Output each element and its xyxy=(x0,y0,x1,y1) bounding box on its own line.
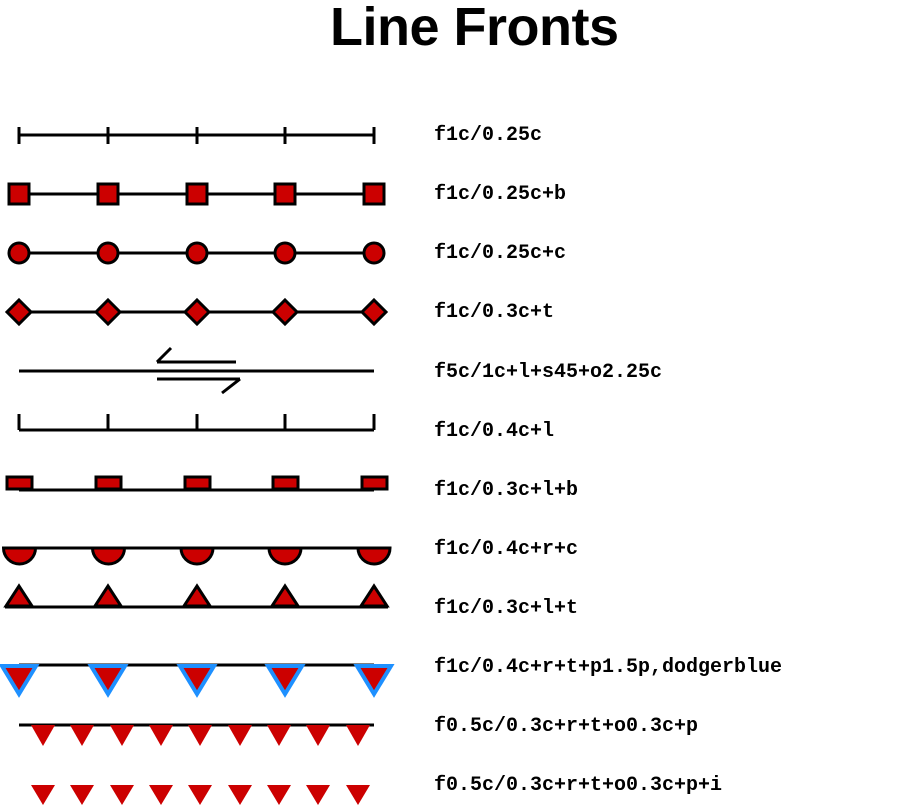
front-triangles-left xyxy=(3,583,390,609)
front-label-boxes-left: f1c/0.3c+l+b xyxy=(434,479,579,502)
front-ticks-left xyxy=(17,414,376,432)
front-label-strike-slip: f5c/1c+l+s45+o2.25c xyxy=(434,361,663,384)
front-label-ticks: f1c/0.25c xyxy=(434,124,543,147)
front-label-boxes: f1c/0.25c+b xyxy=(434,183,567,206)
front-label-triangles-left: f1c/0.3c+l+t xyxy=(434,597,579,620)
front-small-triangles-invisible-line xyxy=(31,785,370,805)
front-strike-slip xyxy=(19,346,374,395)
figure-title: Line Fronts xyxy=(330,0,619,57)
front-triangles-right-dodgerblue xyxy=(0,663,395,698)
figure-title-container: Line Fronts xyxy=(330,0,660,56)
front-diamonds xyxy=(4,297,389,327)
front-ticks xyxy=(17,127,376,144)
front-semicircles-right xyxy=(1,546,392,566)
front-label-triangles-right-blue: f1c/0.4c+r+t+p1.5p,dodgerblue xyxy=(434,656,783,679)
front-label-ticks-left: f1c/0.4c+l xyxy=(434,420,555,443)
front-boxes xyxy=(7,182,386,206)
front-label-circles: f1c/0.25c+c xyxy=(434,242,567,265)
front-label-triangles-invisible-line: f0.5c/0.3c+r+t+o0.3c+p+i xyxy=(434,774,723,797)
front-circles xyxy=(7,241,386,265)
front-label-circles-right: f1c/0.4c+r+c xyxy=(434,538,579,561)
front-small-triangles xyxy=(19,723,374,746)
front-label-triangles-centered: f1c/0.3c+t xyxy=(434,301,555,324)
front-boxes-left xyxy=(5,475,389,492)
front-label-triangles-offset: f0.5c/0.3c+r+t+o0.3c+p xyxy=(434,715,699,738)
